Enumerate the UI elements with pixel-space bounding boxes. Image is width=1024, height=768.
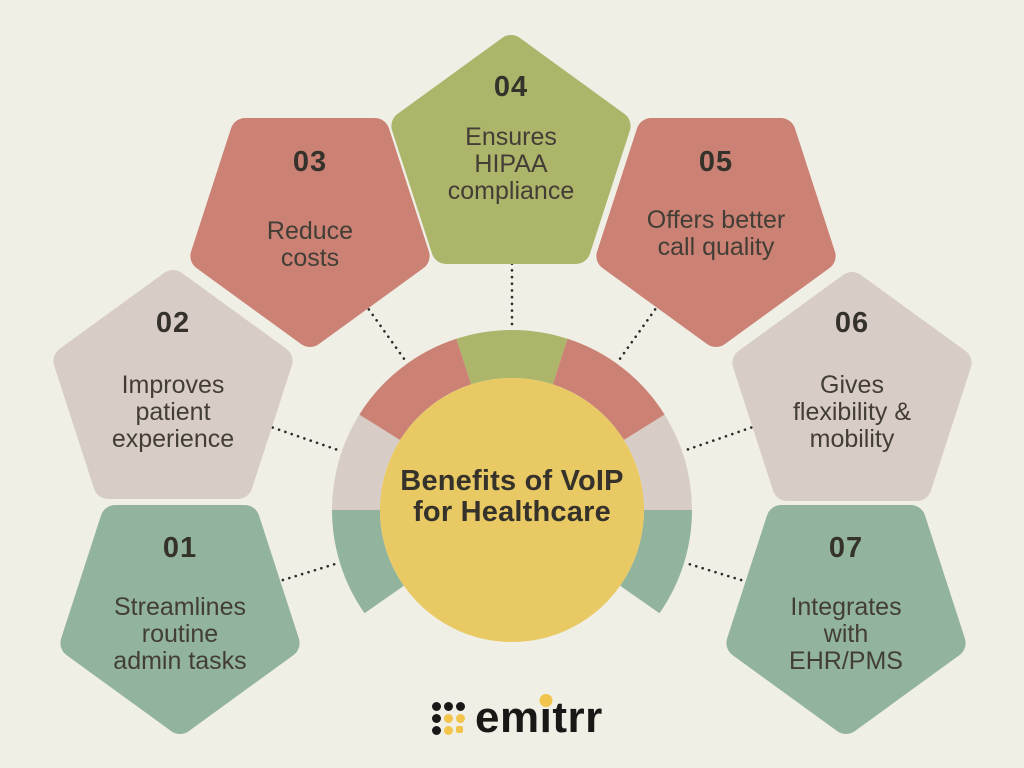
pentagon-01 bbox=[60, 505, 300, 734]
connector-line-06 bbox=[686, 425, 754, 451]
emitrr-logo-icon bbox=[432, 701, 465, 735]
item-label-04: Ensures HIPAA compliance bbox=[447, 123, 575, 205]
pentagon-shapes bbox=[53, 35, 972, 734]
item-label-07: Integrates with EHR/PMS bbox=[789, 593, 903, 675]
pentagon-03 bbox=[190, 118, 430, 347]
center-ring bbox=[332, 329, 692, 614]
ring-segment-05 bbox=[552, 338, 665, 441]
logo-text-i: i bbox=[539, 693, 553, 742]
pentagon-06 bbox=[732, 272, 972, 501]
ring-segment-01 bbox=[332, 509, 405, 614]
item-number-02: 02 bbox=[155, 307, 191, 339]
item-label-02: Improves patient experience bbox=[111, 371, 235, 453]
connector-line-02 bbox=[270, 425, 338, 451]
connector-line-05 bbox=[618, 301, 661, 360]
item-number-06: 06 bbox=[834, 307, 870, 339]
logo-text-pre: em bbox=[475, 693, 540, 742]
item-label-05: Offers better call quality bbox=[646, 206, 786, 261]
pentagon-02 bbox=[53, 270, 293, 499]
pentagon-05 bbox=[596, 118, 836, 347]
item-number-05: 05 bbox=[698, 146, 734, 178]
ring-segment-07 bbox=[619, 509, 692, 614]
connector-line-07 bbox=[688, 562, 757, 586]
item-label-03: Reduce costs bbox=[266, 217, 354, 272]
connector-line-03 bbox=[363, 301, 406, 360]
pentagon-04 bbox=[391, 35, 631, 264]
item-number-01: 01 bbox=[162, 532, 198, 564]
ring-segment-04 bbox=[456, 329, 568, 385]
ring-segment-06 bbox=[623, 414, 692, 511]
ring-segment-02 bbox=[332, 414, 401, 511]
item-label-01: Streamlines routine admin tasks bbox=[113, 593, 247, 675]
ring-segment-03 bbox=[359, 338, 472, 441]
pentagon-07 bbox=[726, 505, 966, 734]
item-number-07: 07 bbox=[828, 532, 864, 564]
item-label-06: Gives flexibility & mobility bbox=[792, 371, 912, 453]
connector-lines bbox=[267, 254, 757, 586]
item-number-04: 04 bbox=[493, 71, 529, 103]
center-title: Benefits of VoIP for Healthcare bbox=[400, 465, 624, 528]
logo-text-post: trr bbox=[552, 693, 603, 742]
center-circle: Benefits of VoIP for Healthcare bbox=[380, 378, 644, 642]
connector-line-01 bbox=[267, 562, 336, 586]
item-number-03: 03 bbox=[292, 146, 328, 178]
